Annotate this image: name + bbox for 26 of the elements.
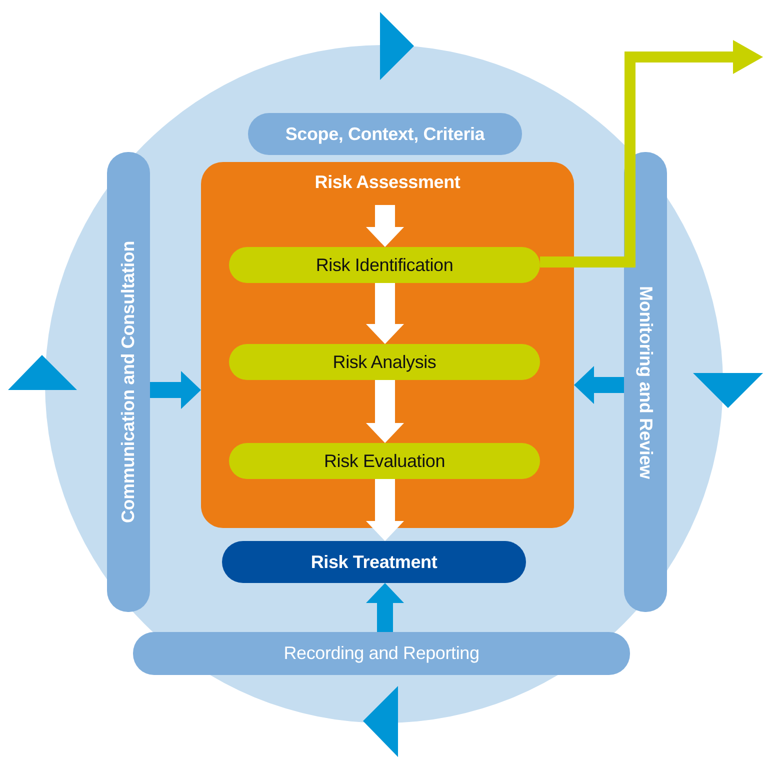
flow-arrow (366, 283, 404, 344)
scope-pill (248, 113, 522, 155)
node-label: Risk Treatment (310, 552, 438, 572)
input-arrow (366, 583, 404, 632)
node-label: Monitoring and Review (635, 286, 656, 478)
assessment-panel (201, 162, 574, 528)
input-arrow (150, 371, 201, 409)
treatment-pill (222, 541, 526, 583)
node-label: Risk Identification (316, 254, 454, 276)
flow-arrow (366, 380, 404, 443)
process-pill (229, 344, 540, 380)
node-label: Scope, Context, Criteria (285, 124, 485, 144)
node-label: Recording and Reporting (284, 643, 480, 664)
side-bar (107, 152, 150, 612)
output-arrow (540, 40, 763, 268)
process-pill (229, 443, 540, 479)
node-label: Risk Analysis (332, 352, 436, 372)
node-label: Risk Evaluation (324, 450, 446, 472)
bottom-bar (133, 632, 630, 675)
side-bar (624, 152, 667, 612)
flow-arrow (366, 479, 404, 541)
flow-arrow (366, 205, 404, 247)
node-label: Risk Assessment (314, 172, 460, 193)
node-label: Communication and Consultation (118, 241, 139, 523)
process-pill (229, 247, 540, 283)
input-arrow (574, 366, 624, 404)
